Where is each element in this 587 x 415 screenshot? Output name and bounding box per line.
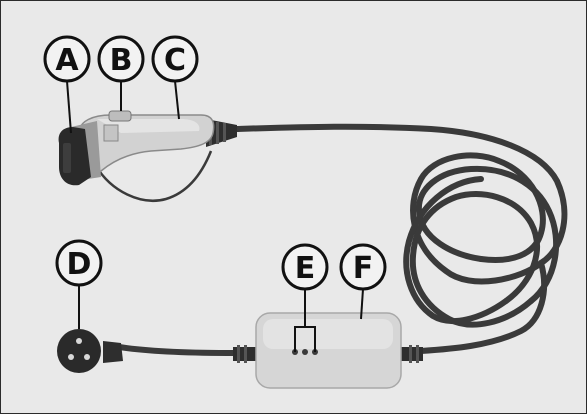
plug-face	[57, 329, 101, 373]
callout-a: A	[43, 35, 91, 83]
callout-c: C	[151, 35, 199, 83]
svg-text:B: B	[110, 43, 133, 78]
svg-text:F: F	[353, 251, 374, 286]
charging-cable	[233, 123, 568, 355]
status-light-2	[302, 349, 308, 355]
leader-lines	[66, 80, 364, 352]
svg-text:A: A	[55, 43, 79, 78]
wall-plug	[57, 329, 237, 373]
release-button	[108, 110, 132, 122]
connector-wire-loop	[94, 150, 213, 202]
svg-text:D: D	[67, 247, 92, 282]
charging-connector	[58, 110, 237, 202]
callout-e: E	[281, 243, 329, 291]
callout-f: F	[339, 243, 387, 291]
control-box	[233, 312, 423, 389]
callout-d: D	[55, 239, 103, 287]
svg-text:E: E	[295, 251, 316, 286]
callout-b: B	[97, 35, 145, 83]
svg-text:C: C	[164, 43, 186, 78]
